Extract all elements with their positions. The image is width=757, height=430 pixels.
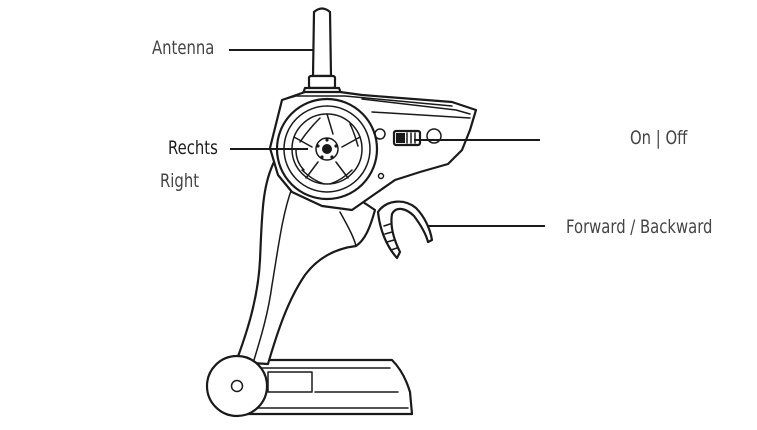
forward-backward-label: Forward / Backward [566,216,713,238]
antenna-illustration [300,7,344,98]
on-off-label: On | Off [630,127,688,149]
power-switch [392,129,422,147]
throttle-trigger [376,200,434,260]
base-roller [205,354,269,418]
steering-label-right: Right [160,170,200,192]
steering-wheel [275,97,379,201]
steering-label-rechts: Rechts [168,137,218,159]
transmitter-base [243,358,414,416]
antenna-label: Antenna [152,37,215,59]
